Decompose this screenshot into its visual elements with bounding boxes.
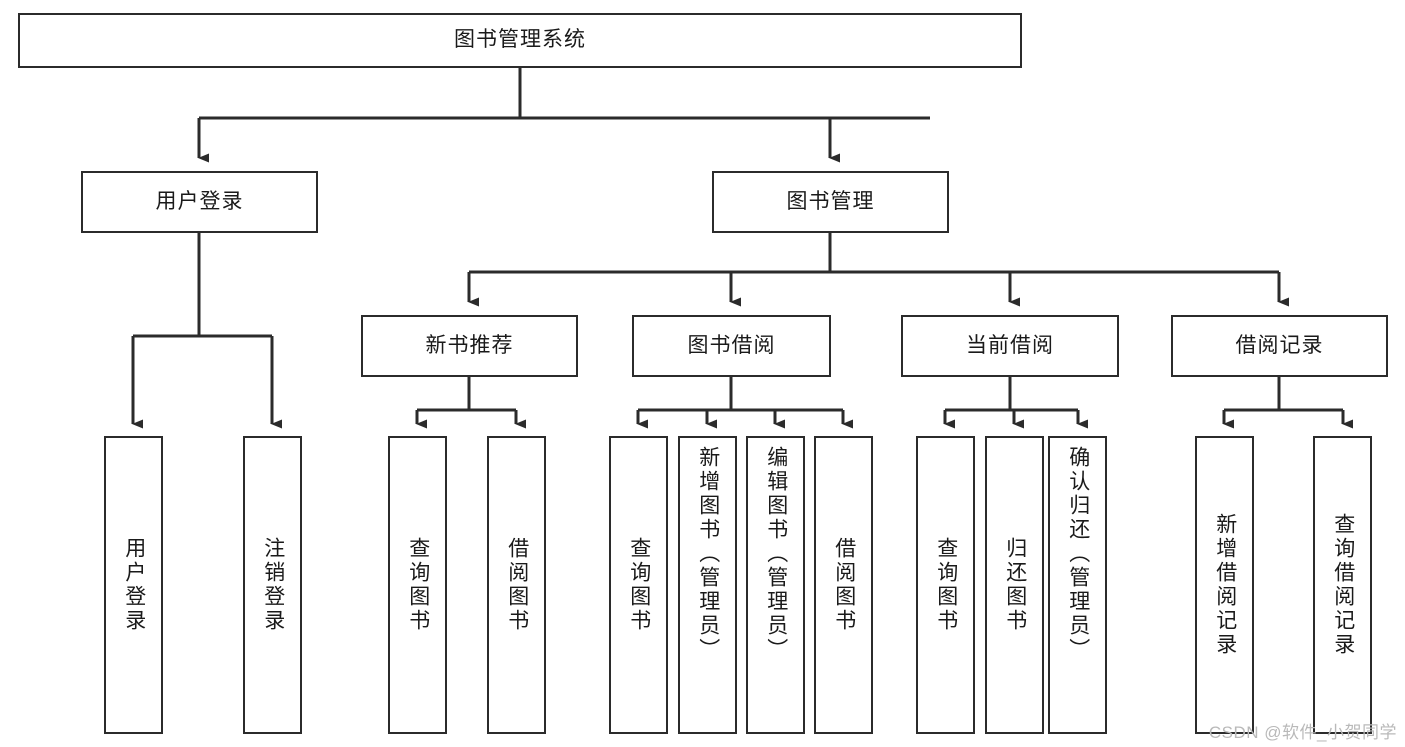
leaf-query-book-1[interactable]: 查询图书 [388,436,447,734]
node-label: 新书推荐 [425,333,514,357]
leaf-add-book[interactable]: 新增图书（管理员） [678,436,737,734]
node-label: 编辑图书（管理员） [764,446,788,662]
leaf-return-book[interactable]: 归还图书 [985,436,1044,734]
node-book-management[interactable]: 图书管理 [712,171,949,233]
node-label: 图书管理系统 [454,28,586,52]
csdn-watermark: CSDN @软件_小贺同学 [1208,723,1397,742]
leaf-confirm-return[interactable]: 确认归还（管理员） [1048,436,1107,734]
leaf-add-record[interactable]: 新增借阅记录 [1195,436,1254,734]
node-label: 查询图书 [934,537,958,633]
node-label: 用户登录 [122,537,146,633]
node-label: 借阅图书 [832,537,856,633]
node-label: 用户登录 [155,189,244,213]
node-current-borrow[interactable]: 当前借阅 [901,315,1119,377]
leaf-query-record[interactable]: 查询借阅记录 [1313,436,1372,734]
node-label: 查询借阅记录 [1331,513,1355,657]
node-root-system[interactable]: 图书管理系统 [18,13,1022,68]
leaf-edit-book[interactable]: 编辑图书（管理员） [746,436,805,734]
node-label: 借阅记录 [1235,333,1324,357]
node-borrow-record[interactable]: 借阅记录 [1171,315,1388,377]
node-label: 图书借阅 [687,333,776,357]
leaf-query-book-2[interactable]: 查询图书 [609,436,668,734]
node-label: 归还图书 [1003,537,1027,633]
node-label: 确认归还（管理员） [1066,446,1090,662]
node-book-borrow[interactable]: 图书借阅 [632,315,831,377]
node-label: 新增图书（管理员） [696,446,720,662]
node-label: 查询图书 [406,537,430,633]
node-new-book-recommend[interactable]: 新书推荐 [361,315,578,377]
leaf-query-book-3[interactable]: 查询图书 [916,436,975,734]
node-label: 新增借阅记录 [1213,513,1237,657]
leaf-borrow-book-2[interactable]: 借阅图书 [814,436,873,734]
leaf-user-login[interactable]: 用户登录 [104,436,163,734]
node-label: 当前借阅 [966,333,1054,357]
node-label: 查询图书 [627,537,651,633]
node-label: 图书管理 [786,189,875,213]
node-label: 借阅图书 [505,537,529,633]
leaf-borrow-book-1[interactable]: 借阅图书 [487,436,546,734]
node-user-login[interactable]: 用户登录 [81,171,318,233]
node-label: 注销登录 [261,537,285,633]
leaf-logout-login[interactable]: 注销登录 [243,436,302,734]
